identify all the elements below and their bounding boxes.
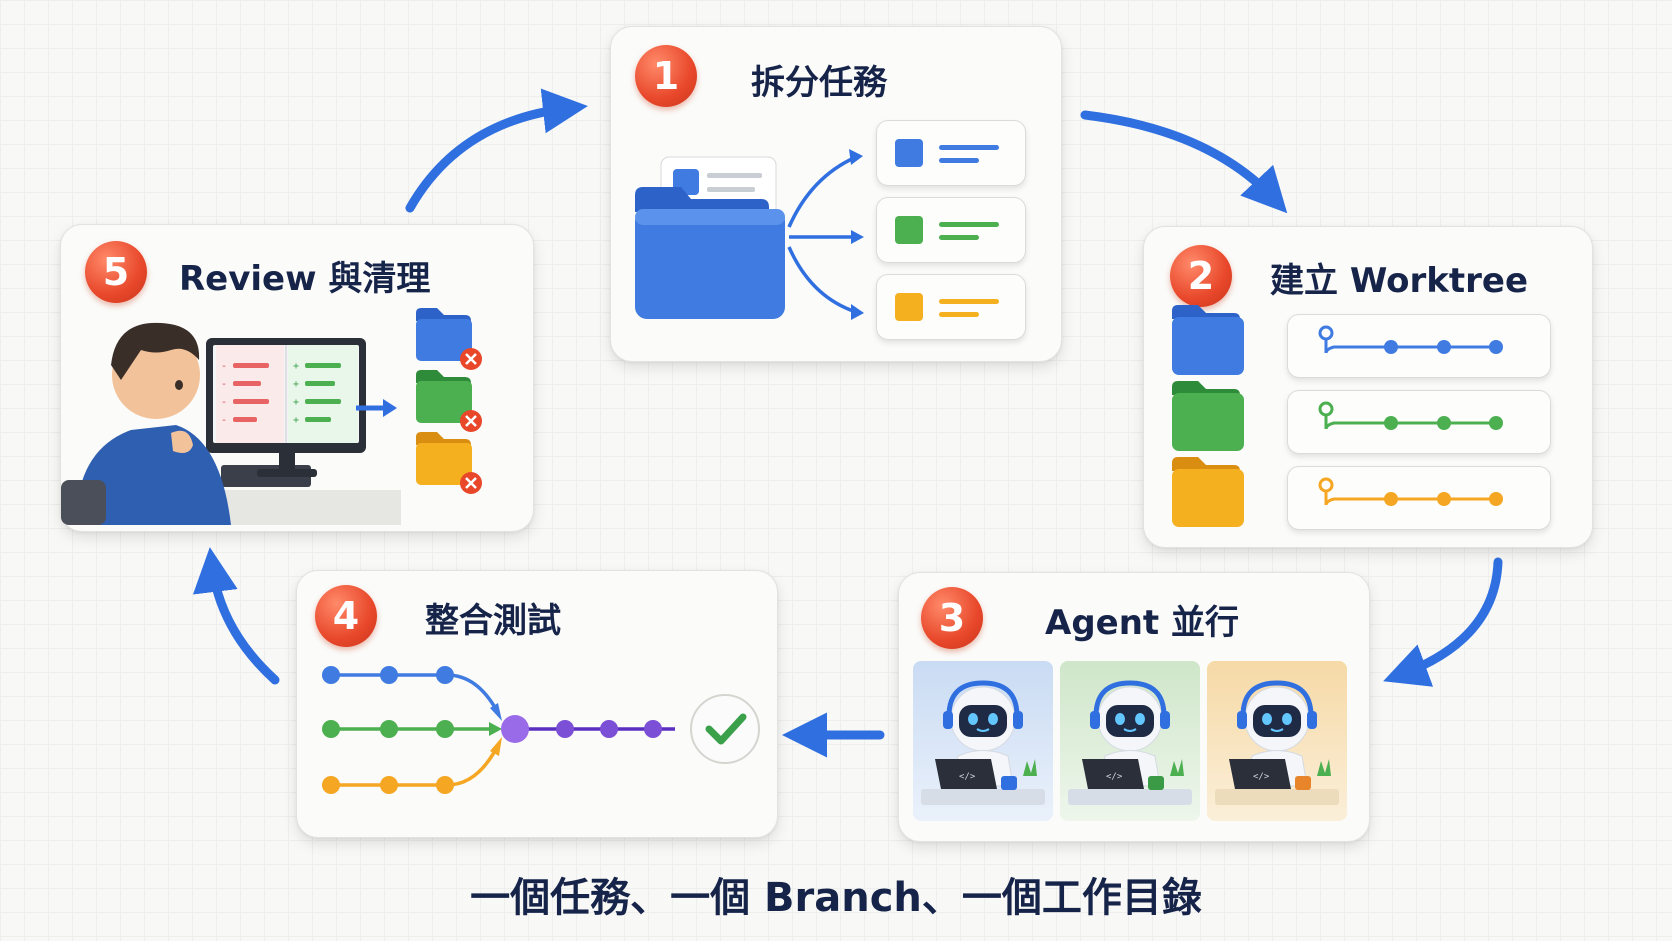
svg-text:+: + [293,361,299,372]
branch-row-orange [1287,466,1551,530]
person-icon [61,322,231,525]
agent-panel-orange: </> [1207,661,1347,821]
arrow-1-to-2 [1080,110,1288,214]
monitor-icon: - - - - + + + + [206,338,366,477]
folder-icon [416,308,472,361]
close-icon [460,348,482,370]
split-tasks-illustration [635,149,864,320]
robot-icon: </> [1215,680,1339,805]
robot-icon: </> [921,680,1045,805]
arrow-2-to-3 [1383,557,1503,687]
merge-illustration [322,666,760,794]
close-icon [460,472,482,494]
step-3-badge: 3 [921,587,983,649]
branch-row-blue [1287,314,1551,378]
caption: 一個任務、一個 Branch、一個工作目錄 [470,875,1202,921]
folder-icon [1172,305,1244,375]
arrow-5-to-1 [405,88,588,213]
folder-icon [416,432,472,485]
svg-text:+: + [293,397,299,408]
laptop-icon: </> [1082,759,1144,789]
step-3-title: Agent 並行 [1045,603,1240,643]
step-5-card: 5 Review 與清理 - - - - + + + + [60,224,534,532]
svg-text:</>: </> [959,772,976,782]
step-3-card: 3 Agent 並行 </> [898,572,1370,842]
step-2-card: 2 建立 Worktree [1143,226,1593,548]
folder-icon [635,187,785,319]
close-icon [460,410,482,432]
svg-text:-: - [221,379,227,390]
agent-panel-blue: </> [913,661,1053,821]
review-illustration: - - - - + + + + [61,308,482,525]
branch-icon [1318,401,1503,430]
svg-text:-: - [221,415,227,426]
svg-text:</>: </> [1106,772,1123,782]
laptop-icon: </> [1229,759,1291,789]
arrow-4-to-5 [192,547,280,685]
step-4-title: 整合測試 [425,601,561,641]
step-1-badge: 1 [635,45,697,107]
robot-icon: </> [1068,680,1192,805]
svg-text:+: + [293,415,299,426]
task-item-orange [876,274,1026,340]
task-item-green [876,197,1026,263]
svg-text:-: - [221,397,227,408]
branch-icon [1318,477,1503,506]
laptop-icon: </> [935,759,997,789]
step-5-title: Review 與清理 [179,259,431,299]
checkmark-icon [690,694,760,764]
svg-text:</>: </> [1253,772,1270,782]
step-1-card: 1 拆分任務 [610,26,1062,362]
step-4-card: 4 整合測試 [296,570,778,838]
worktree-illustration [1172,305,1244,527]
folder-icon [416,370,472,423]
agent-panel-green: </> [1060,661,1200,821]
step-4-badge: 4 [315,585,377,647]
step-1-title: 拆分任務 [751,63,887,103]
step-5-badge: 5 [85,241,147,303]
svg-text:+: + [293,379,299,390]
folder-icon [1172,381,1244,451]
branch-icon [1318,325,1503,354]
step-2-title: 建立 Worktree [1270,261,1529,301]
task-item-blue [876,120,1026,186]
folder-icon [1172,457,1244,527]
branch-row-green [1287,390,1551,454]
step-2-badge: 2 [1170,245,1232,307]
svg-text:-: - [221,361,227,372]
